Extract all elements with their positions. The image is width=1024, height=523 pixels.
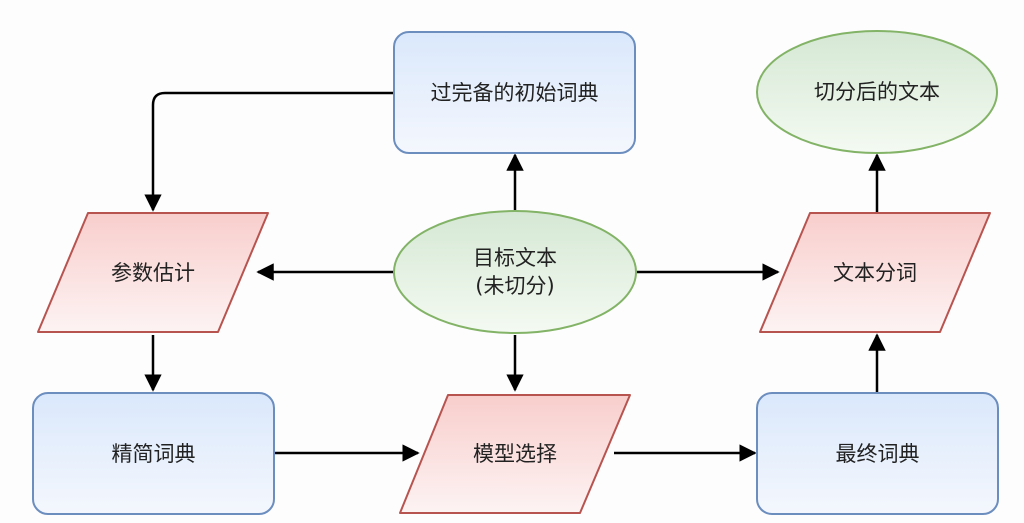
node-text-segmentation [759,212,991,333]
edges [144,91,886,462]
node-segmented-text [756,30,998,154]
node-model-selection [399,394,631,514]
node-refined-dict [32,392,275,515]
node-initial-dict [393,31,636,154]
node-target-text [393,210,637,334]
node-param-estimation [37,212,269,333]
nodes [32,30,999,515]
node-final-dict [756,392,999,515]
edge-initial-dict-to-param-estimation [144,91,393,212]
